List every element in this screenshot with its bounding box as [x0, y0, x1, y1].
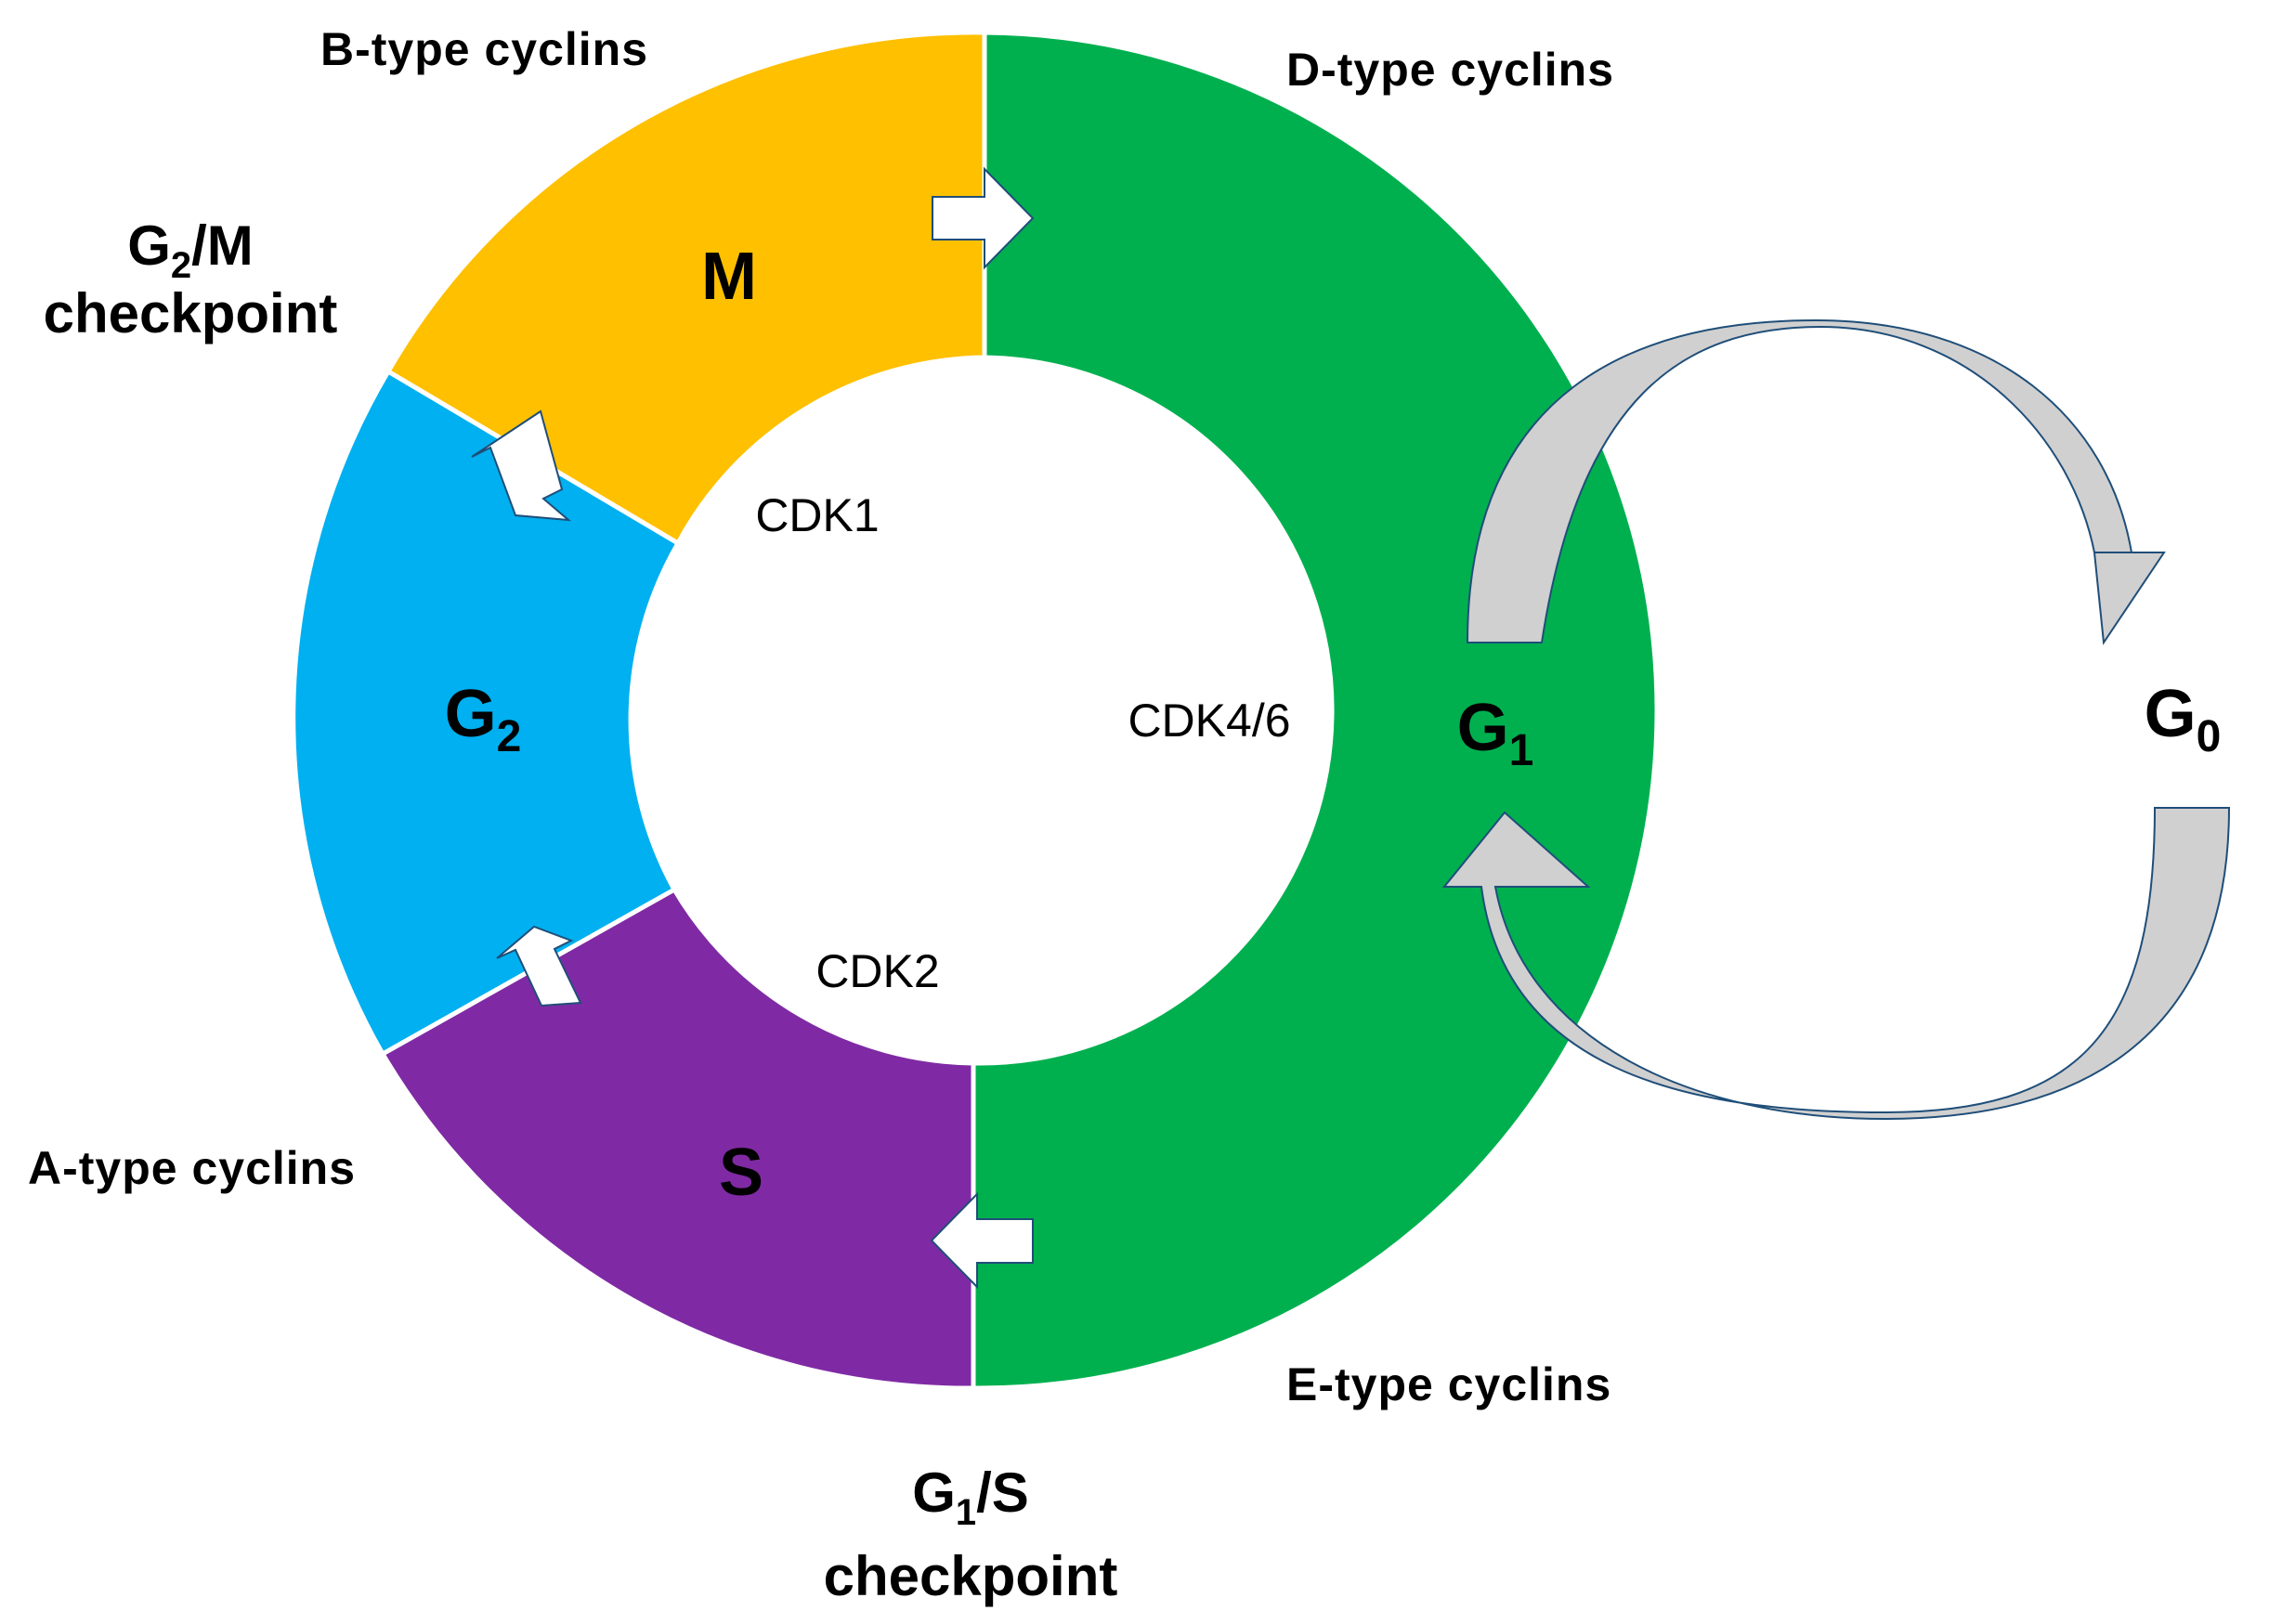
phase-label-g1: G1 [1457, 691, 1534, 775]
b-type-cyclins-label: B-type cyclins [320, 23, 648, 75]
arrow-g1-to-s [930, 1191, 1034, 1290]
phase-label-g2: G2 [445, 677, 522, 761]
g2m-checkpoint-label: G2/M [127, 214, 254, 286]
g1s-checkpoint-label-line2: checkpoint [824, 1545, 1118, 1607]
phase-label-m: M [701, 240, 757, 314]
arrow-s-to-g2 [496, 925, 582, 1007]
phase-label-g2-sub: 2 [497, 712, 522, 761]
phase-label-g0-sub: 0 [2197, 712, 2222, 761]
phase-label-g1-sub: 1 [1509, 726, 1534, 775]
a-type-cyclins-label: A-type cyclins [28, 1142, 356, 1194]
arrow-g2-to-m [471, 409, 572, 522]
loop-arrow-g0-to-g1 [1441, 807, 2231, 1121]
g2m-checkpoint-label-line2: checkpoint [44, 282, 338, 344]
d-type-cyclins-label: D-type cyclins [1286, 44, 1614, 96]
cdk46-label: CDK4/6 [1128, 695, 1290, 747]
cdk2-label: CDK2 [815, 945, 939, 997]
g1s-checkpoint-label: G1/S [912, 1462, 1029, 1533]
phase-label-g0: G0 [2145, 677, 2222, 761]
phase-label-s: S [719, 1136, 763, 1210]
segment-s [379, 886, 976, 1391]
segment-g1 [971, 30, 1660, 1391]
cdk1-label: CDK1 [755, 489, 879, 541]
arrow-m-to-g1 [932, 166, 1035, 270]
e-type-cyclins-label: E-type cyclins [1286, 1358, 1611, 1410]
loop-arrow-g1-to-g0 [1466, 318, 2166, 645]
segment-g2 [291, 368, 682, 1058]
